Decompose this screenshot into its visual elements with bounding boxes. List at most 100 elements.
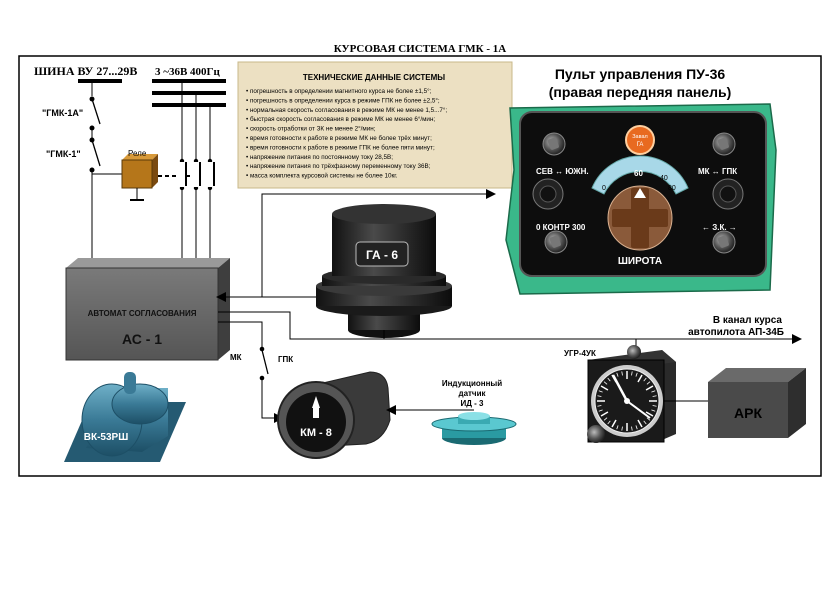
tech-data-line: • время готовности к работе в режиме ГПК…: [246, 143, 435, 151]
relay-label: Реле: [128, 149, 147, 158]
ugr-tick: [621, 426, 623, 431]
page-title: КУРСОВАЯ СИСТЕМА ГМК - 1А: [334, 43, 507, 55]
label-sev-yuzhn: СЕВ ↔ ЮЖН.: [536, 167, 589, 176]
tech-data-line: • масса комплекта курсовой системы не бо…: [246, 172, 398, 180]
label-kontr: 0 КОНТР 300: [536, 223, 586, 232]
ugr-tick: [651, 409, 656, 412]
ugr-tick: [652, 405, 657, 407]
tech-data-line: • скорость отработки от ЗК не менее 2°/м…: [246, 125, 376, 133]
relay: [121, 154, 158, 201]
ugr-tick: [597, 395, 602, 397]
switch-gmk1a-label: "ГМК-1А": [42, 108, 83, 118]
control-panel-pu36: Пульт управления ПУ-36 (правая передняя …: [505, 66, 777, 295]
panel-subtitle: (правая передняя панель): [549, 84, 732, 100]
knob-zk[interactable]: [712, 230, 736, 254]
scale-mark-0: 0: [602, 185, 606, 192]
ugr-tick: [635, 372, 638, 377]
dc-bus-label: ШИНА ВУ 27...29В: [34, 64, 137, 78]
wire-as1-to-panel: [261, 189, 496, 297]
ugr-tick: [611, 419, 617, 428]
ugr-tick: [600, 385, 609, 391]
ugr-tick: [607, 377, 611, 382]
latitude-knob[interactable]: [607, 185, 673, 251]
tech-data-line: • напряжение питания по трёхфазному пере…: [246, 163, 431, 170]
ugr-tick: [637, 419, 643, 428]
tech-data-lines: • погрешность в определении магнитного к…: [246, 87, 447, 180]
label-mk-gpk: МК ↔ ГПК: [698, 167, 737, 176]
ugr-tick: [631, 371, 633, 376]
knob-top-left[interactable]: [542, 132, 566, 156]
ugr-tick: [621, 371, 623, 376]
knob-sev-yuzhn[interactable]: [532, 178, 564, 210]
wire-as1-to-km8: [218, 321, 263, 347]
km8-unit: КМ - 8: [277, 371, 391, 459]
panel-title: Пульт управления ПУ-36: [555, 66, 726, 82]
mk-gpk-switch: [261, 349, 269, 375]
knob-kontr[interactable]: [544, 230, 568, 254]
vk53-unit: ВК-53РШ: [64, 372, 186, 462]
ugr-tick: [651, 390, 656, 393]
ugr-tick: [646, 381, 651, 385]
switch-gmk1-label: "ГМК-1": [46, 149, 81, 159]
wire-switch-to-km8: [261, 378, 284, 423]
scale-mark-60: 60: [634, 169, 643, 178]
ugr-label: УГР-4УК: [564, 349, 596, 358]
ugr-dial-ticks: [597, 371, 657, 431]
tech-data-line: • время готовности к работе в режиме МК …: [246, 134, 432, 142]
latitude-scale: [591, 155, 689, 195]
id3-label-3: ИД - 3: [460, 399, 484, 408]
ugr-tick: [652, 395, 657, 397]
diagram-frame: [18, 55, 822, 477]
tech-data-line: • напряжение питания по постоянному току…: [246, 154, 393, 161]
label-latitude: ШИРОТА: [618, 256, 662, 267]
dc-feed-line: [87, 81, 122, 268]
ugr-tick: [643, 420, 647, 425]
power-bus: ШИНА ВУ 27...29В 3 ~36В 400Гц: [34, 64, 226, 107]
ugr-tick: [645, 411, 654, 417]
autopilot-label-1: В канал курса: [713, 315, 783, 326]
ugr-tick: [631, 426, 633, 431]
id3-label-2: датчик: [458, 389, 486, 398]
ugr4uk-indicator: УГР-4УК: [564, 345, 676, 443]
vk53-label: ВК-53РШ: [84, 432, 129, 443]
ugr-tick: [645, 385, 654, 391]
id3-label-1: Индукционный: [442, 379, 502, 388]
tech-data-line: • погрешность в определении магнитного к…: [246, 87, 432, 95]
autopilot-label-2: автопилота АП-34Б: [688, 327, 784, 338]
tech-data-line: • быстрая скорость согласования в режиме…: [246, 115, 435, 123]
switch-contact: [259, 346, 265, 352]
as1-title: АВТОМАТ СОГЛАСОВАНИЯ: [88, 309, 197, 318]
wire-as1-to-autopilot: [218, 311, 802, 344]
ugr-tick: [603, 381, 608, 385]
ac-bus-label: 3 ~36В 400Гц: [155, 66, 221, 78]
km8-label: КМ - 8: [300, 427, 332, 439]
mk-label: МК: [230, 353, 242, 362]
as1-model: АС - 1: [122, 331, 162, 347]
ugr-tick: [598, 409, 603, 412]
ark-label: АРК: [734, 405, 762, 421]
ugr-tick: [643, 377, 647, 382]
ac-feed-lines: [177, 81, 215, 268]
label-zk: ← З.К. →: [702, 223, 737, 232]
tech-data-note: ТЕХНИЧЕСКИЕ ДАННЫЕ СИСТЕМЫ • погрешность…: [237, 61, 513, 189]
ugr-tick: [603, 417, 608, 421]
ugr-tick: [646, 417, 651, 421]
lamp-label: Завал: [632, 134, 648, 140]
ark-unit: АРК: [664, 368, 806, 438]
ugr-tick: [600, 411, 609, 417]
ugr-tick: [598, 390, 603, 393]
ugr-tick: [597, 405, 602, 407]
ugr-tick: [616, 425, 619, 430]
svg-text:ГА: ГА: [637, 142, 644, 148]
ga6-gyro-unit: ГА - 6: [316, 204, 452, 338]
knob-mk-gpk[interactable]: [712, 178, 744, 210]
scale-mark-80: 80: [668, 185, 676, 192]
id3-sensor: Индукционный датчик ИД - 3: [431, 379, 517, 445]
ugr-tick: [616, 372, 619, 377]
scale-mark-40b: 40: [660, 175, 668, 182]
knob-top-right[interactable]: [712, 132, 736, 156]
ugr-tick: [637, 374, 643, 383]
gpk-label: ГПК: [278, 355, 293, 364]
warning-lamp-ga: Завал ГА: [625, 125, 655, 155]
